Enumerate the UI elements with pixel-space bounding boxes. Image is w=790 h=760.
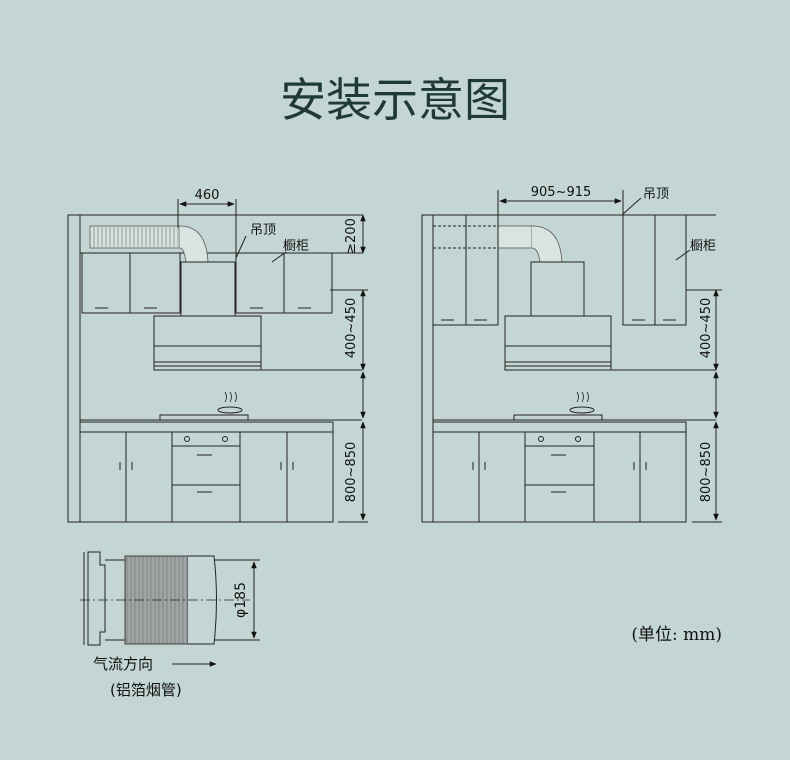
- right-hood-height-dimension: 400~450: [699, 298, 714, 359]
- foil-pipe-label: (铝箔烟管): [110, 681, 182, 699]
- base-cabinet: [432, 431, 687, 523]
- range-hood: [504, 315, 612, 371]
- stove: [159, 414, 249, 421]
- left-width-dimension: 460: [195, 188, 220, 203]
- left-ceiling-label: 吊顶: [250, 223, 276, 238]
- airflow-direction-label: 气流方向: [93, 655, 153, 673]
- pipe-flange: [87, 551, 106, 646]
- right-width-dimension: 905~915: [531, 185, 592, 200]
- base-cabinet: [79, 431, 334, 523]
- unit-note: (单位: mm): [631, 625, 722, 645]
- duct-pipe: [497, 225, 563, 263]
- left-counter-height-dimension: 800~850: [344, 442, 359, 503]
- right-cabinet-label: 橱柜: [690, 239, 716, 254]
- duct-detail: [80, 551, 260, 667]
- left-hood-height-dimension: 400~450: [344, 298, 359, 359]
- right-kitchen-diagram: [421, 190, 722, 523]
- right-ceiling-label: 吊顶: [643, 187, 669, 202]
- left-kitchen-diagram: [67, 199, 368, 523]
- range-hood: [153, 315, 262, 371]
- pan: [569, 406, 595, 414]
- pipe-diameter-dimension: φ185: [233, 582, 249, 618]
- pan: [217, 406, 243, 414]
- duct-pipe: [89, 225, 209, 263]
- hood-chimney: [530, 261, 585, 317]
- wall: [67, 214, 81, 523]
- wall: [421, 214, 434, 523]
- page-title: 安装示意图: [280, 73, 510, 127]
- stove: [513, 414, 603, 421]
- upper-cabinet-left: [81, 252, 181, 314]
- left-cabinet-label: 橱柜: [283, 239, 309, 254]
- right-counter-height-dimension: 800~850: [699, 442, 714, 503]
- hood-chimney: [180, 261, 236, 317]
- left-top-dimension: ≥200: [344, 218, 359, 254]
